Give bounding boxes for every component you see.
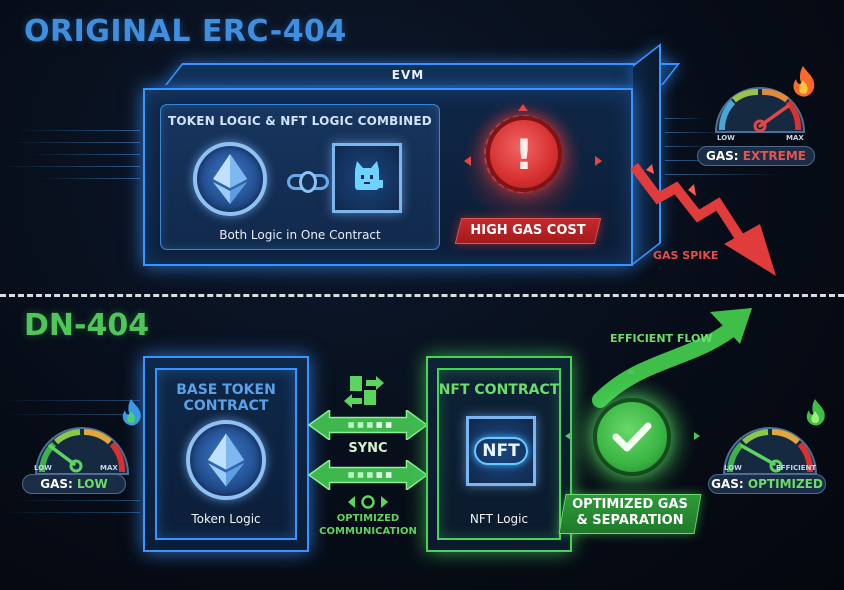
- section-divider: [0, 294, 844, 297]
- flame-icon: [793, 66, 815, 97]
- sync-double-arrow-top: [307, 410, 429, 440]
- gauge-low-label: LOW: [34, 464, 52, 472]
- nft-badge-text: NFT: [474, 437, 528, 465]
- base-token-contract-inner: [155, 368, 297, 540]
- combined-logic-subtitle: Both Logic in One Contract: [219, 228, 381, 242]
- gas-spike-arrow-icon: [630, 163, 776, 276]
- gas-status-prefix: GAS:: [40, 477, 73, 491]
- exclamation-alert-icon: !: [486, 116, 562, 192]
- gas-gauge-extreme: LOW MAX: [700, 64, 820, 174]
- gas-gauge-low: LOW MAX: [26, 399, 146, 488]
- nft-badge-icon: NFT: [466, 416, 536, 486]
- base-token-subtitle: Token Logic: [191, 512, 261, 526]
- alert-pointer-right-icon: [595, 156, 602, 166]
- chain-link-ring: [299, 171, 317, 193]
- sync-double-arrow-bottom: [307, 460, 429, 490]
- optimized-communication-caption: OPTIMIZED COMMUNICATION: [300, 512, 436, 538]
- caption-line1: OPTIMIZED: [336, 513, 400, 524]
- erc404-title: ORIGINAL ERC-404: [24, 14, 347, 49]
- document-exchange-icon: [344, 376, 384, 408]
- nft-contract-inner: [437, 368, 561, 540]
- base-title-line2: CONTRACT: [183, 398, 269, 414]
- banner-line1: OPTIMIZED GAS: [572, 497, 688, 512]
- gas-status-prefix: GAS:: [711, 477, 744, 491]
- alert-pointer-left-icon: [464, 156, 471, 166]
- efficient-flow-arrow-icon: [592, 308, 752, 408]
- gas-status-extreme: GAS: EXTREME: [697, 146, 815, 166]
- dn404-title: DN-404: [24, 308, 150, 343]
- checkmark-icon: [593, 398, 671, 476]
- efficient-flow-label: EFFICIENT FLOW: [610, 332, 713, 345]
- refresh-exchange-icon: [348, 495, 388, 509]
- nft-contract-title: NFT CONTRACT: [438, 382, 560, 398]
- base-token-contract-title: BASE TOKEN CONTRACT: [155, 382, 297, 414]
- gas-status-prefix: GAS:: [706, 149, 739, 163]
- banner-line2: & SEPARATION: [576, 513, 684, 528]
- gauge-low-label: LOW: [724, 464, 742, 472]
- base-title-line1: BASE TOKEN: [176, 382, 276, 398]
- ethereum-coin-icon: [186, 420, 266, 500]
- gas-status-value: LOW: [77, 477, 108, 491]
- evm-label: EVM: [391, 68, 425, 82]
- check-pointer-right-icon: [694, 432, 700, 440]
- sync-label: SYNC: [348, 441, 388, 456]
- high-gas-cost-label: HIGH GAS COST: [470, 223, 586, 238]
- gas-status-low: GAS: LOW: [22, 474, 126, 494]
- gauge-dial-icon: [722, 427, 818, 475]
- gauge-dial-icon: [714, 87, 806, 133]
- optimized-gas-label: OPTIMIZED GAS & SEPARATION: [562, 497, 698, 529]
- gas-status-value: OPTIMIZED: [747, 477, 823, 491]
- gas-spike-label: GAS SPIKE: [653, 249, 719, 262]
- flame-icon: [122, 399, 141, 426]
- gauge-max-label: MAX: [100, 464, 118, 472]
- gauge-efficient-label: EFFICIENT: [776, 464, 817, 472]
- nft-logic-subtitle: NFT Logic: [469, 512, 529, 526]
- caption-line2: COMMUNICATION: [319, 526, 417, 537]
- gauge-max-label: MAX: [786, 134, 804, 142]
- flame-icon: [806, 399, 825, 426]
- ethereum-coin-icon: [193, 142, 267, 216]
- check-pointer-top-icon: [627, 368, 635, 374]
- gauge-dial-icon: [34, 427, 130, 475]
- gauge-low-label: LOW: [717, 134, 735, 142]
- alert-pointer-top-icon: [518, 104, 528, 111]
- pixel-cat-nft-icon: [332, 143, 402, 213]
- gas-gauge-optimized: LOW EFFICIENT: [716, 399, 836, 488]
- combined-logic-title: TOKEN LOGIC & NFT LOGIC COMBINED: [168, 114, 432, 128]
- check-pointer-left-icon: [565, 432, 571, 440]
- gas-status-value: EXTREME: [742, 149, 806, 163]
- gas-status-optimized: GAS: OPTIMIZED: [708, 474, 826, 494]
